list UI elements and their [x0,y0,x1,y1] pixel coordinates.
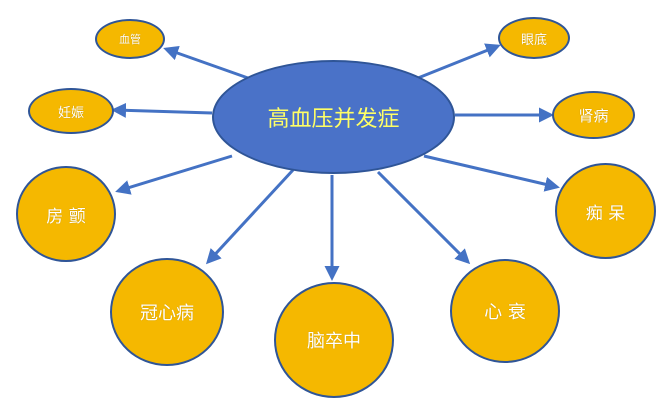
node-chidai-label: 痴 呆 [585,203,626,224]
node-renshen: 妊娠 [28,88,114,134]
arrow-to-chidai [423,154,560,192]
arrow-to-yandi [417,43,501,80]
node-chidai: 痴 呆 [555,163,656,259]
arrow-to-xinshuai [376,170,471,265]
node-xinshuai: 心 衰 [450,259,560,363]
node-shenbing-label: 肾病 [578,106,609,125]
node-xueguan: 血管 [95,19,165,59]
node-fangchan-label: 房 颤 [46,206,86,227]
node-fangchan: 房 颤 [16,166,116,262]
node-guanxinbing: 冠心病 [110,258,224,366]
node-naocuzhong: 脑卒中 [274,282,394,398]
node-yandi: 眼底 [498,17,570,59]
arrow-to-fangchan [115,154,233,195]
node-yandi-label: 眼底 [520,32,547,48]
arrow-to-xueguan [163,45,249,80]
node-guanxinbing-label: 冠心病 [140,303,194,324]
arrow-to-renshen [111,102,213,118]
node-xueguan-label: 血管 [119,33,141,46]
central-node: 高血压并发症 [212,60,455,174]
central-node-label: 高血压并发症 [267,107,400,132]
node-xinshuai-label: 心 衰 [484,302,526,323]
node-shenbing: 肾病 [552,91,635,139]
arrow-to-guanxinbing [205,168,295,265]
node-naocuzhong-label: 脑卒中 [307,331,361,352]
node-renshen-label: 妊娠 [57,105,84,121]
